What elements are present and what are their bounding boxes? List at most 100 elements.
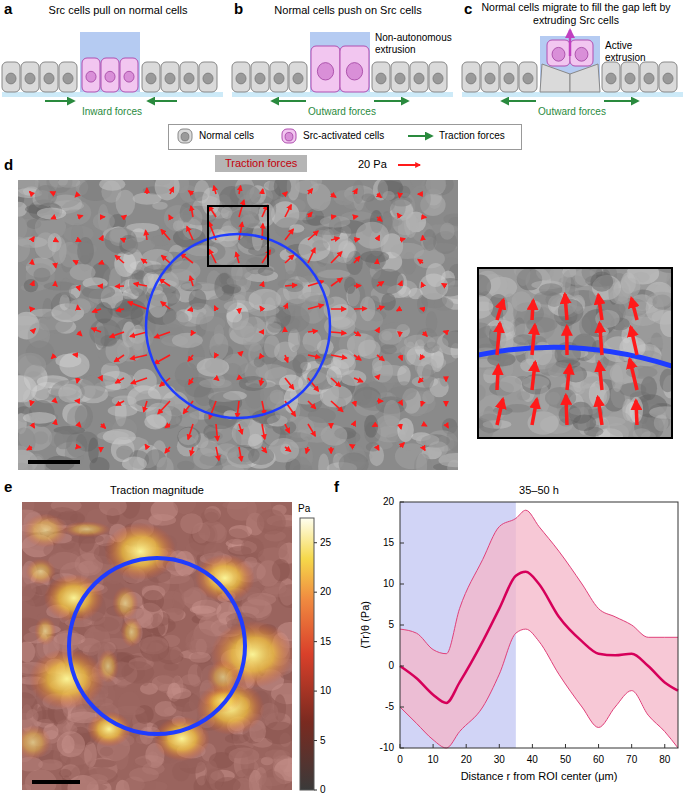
traction-arrow [497,323,500,355]
traction-arrow [161,302,170,309]
cell-texture [516,268,530,286]
cell-texture [398,186,410,198]
cell-texture [208,391,240,402]
traction-arrow [162,256,170,263]
traction-arrow [114,355,124,362]
traction-arrow [142,259,147,263]
cell-texture [100,335,117,347]
micrograph [22,502,292,790]
heat-spot [23,513,68,547]
traction-arrow [354,285,361,287]
cell-texture [645,337,672,348]
cell-texture [180,203,193,223]
cell-texture [366,442,380,451]
traction-arrow [121,239,124,240]
traction-arrow [239,186,241,194]
traction-arrow [631,327,637,355]
traction-arrow [354,308,366,310]
traction-arrow [77,306,79,309]
tick-label: 50 [560,754,571,766]
traction-arrow [285,304,287,309]
src-cell [311,46,340,92]
traction-arrow [532,399,537,425]
cell-texture [505,404,531,413]
cell-texture [318,453,329,470]
traction-arrow [165,424,170,428]
cell-texture [175,362,199,387]
traction-arrow [565,294,567,320]
traction-arrow [238,309,240,313]
traction-arrow [354,378,363,382]
cell-texture [51,380,85,404]
traction-arrow [51,217,55,219]
traction-arrow [154,355,170,364]
cell-texture [356,222,389,249]
annotation: Non-autonomous extrusion [375,32,459,56]
cell-texture [292,344,315,353]
traction-arrow [209,206,216,217]
traction-arrow [598,397,602,425]
normal-cell [391,62,409,92]
cell-texture [360,251,389,263]
cell-texture [619,383,646,397]
traction-arrow [400,239,405,240]
tick-mark [532,744,533,748]
normal-cell [232,62,250,92]
legend-text: Normal cells [199,130,254,142]
traction-arrow [377,328,379,332]
traction-arrow [399,332,401,336]
traction-arrow [423,424,427,426]
traction-arrow [73,354,78,356]
cell-sketch [2,32,223,101]
tick-mark [314,691,317,692]
cell-texture [633,428,651,438]
traction-arrow [397,213,400,217]
traction-arrow [445,401,447,406]
cell-texture [383,400,400,428]
nucleus [395,73,405,84]
cell-texture [18,353,46,377]
heat-spot [195,554,255,602]
traction-arrow [27,447,32,450]
traction-arrow [146,188,148,194]
box-label: Traction forces [225,157,297,170]
annotation: Active extrusion [605,40,667,64]
normal-cell [21,62,39,92]
traction-arrow [354,215,358,217]
nucleus [346,63,362,80]
cell-texture [148,384,176,401]
cell-texture [362,193,375,201]
tick-label: 0 [320,784,326,796]
cell-texture [392,381,417,401]
tick-mark [433,744,434,748]
traction-arrow [144,401,147,412]
cell-texture [513,334,534,345]
cell-texture [478,385,486,401]
traction-arrow [418,259,423,263]
tick-label: 40 [527,754,538,766]
force-arrow [502,100,536,102]
traction-arrow [260,331,262,333]
traction-arrow [308,355,320,358]
cell-texture [320,216,350,228]
traction-arrow [354,355,361,360]
band-edge [400,510,678,654]
traction-arrow [308,212,312,217]
traction-arrow [285,447,291,451]
heat-spot [121,617,143,647]
tick-mark [314,641,317,642]
traction-arrow [32,308,34,310]
src-cell [340,46,369,92]
traction-arrow [262,205,267,217]
traction-arrow [73,261,78,263]
nucleus [485,73,495,84]
traction-arrow [216,424,218,441]
nucleus [552,47,565,61]
traction-arrow [285,192,287,194]
normal-cell [481,62,499,92]
cell-texture [419,273,448,299]
traction-arrow [92,309,101,312]
traction-arrow [130,355,147,359]
traction-arrow [306,447,308,453]
traction-arrow [191,447,193,455]
